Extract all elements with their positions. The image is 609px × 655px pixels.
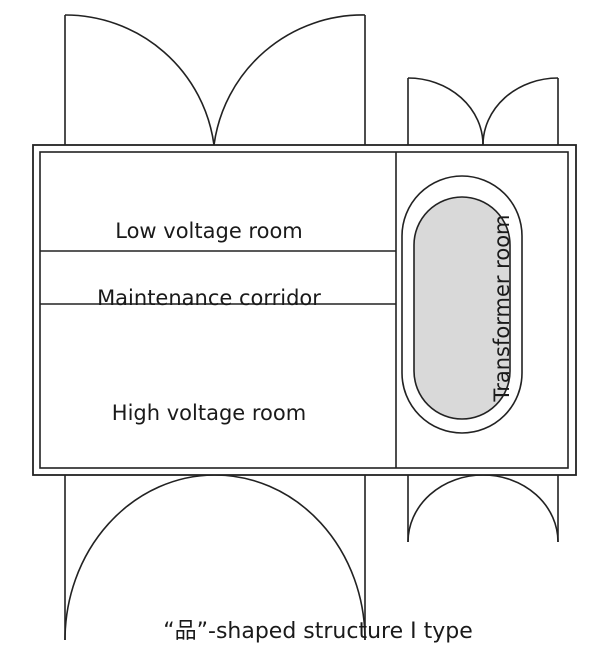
high-voltage-room-label: High voltage room [112, 401, 306, 425]
bottom-left-double-door [64, 474, 366, 641]
top-left-double-door [64, 14, 366, 146]
transformer-room-label: Transformer room [490, 214, 514, 402]
low-voltage-room-label: Low voltage room [115, 219, 303, 243]
diagram-caption: “品”-shaped structure I type [163, 619, 473, 644]
maintenance-corridor-label: Maintenance corridor [97, 286, 321, 310]
transformer-unit [401, 175, 523, 434]
bottom-right-double-door [407, 474, 559, 543]
transformer-outer-capsule [401, 175, 523, 434]
transformer-inner-capsule [413, 196, 511, 420]
building-inner-wall [39, 151, 569, 469]
top-right-double-door [407, 77, 559, 146]
